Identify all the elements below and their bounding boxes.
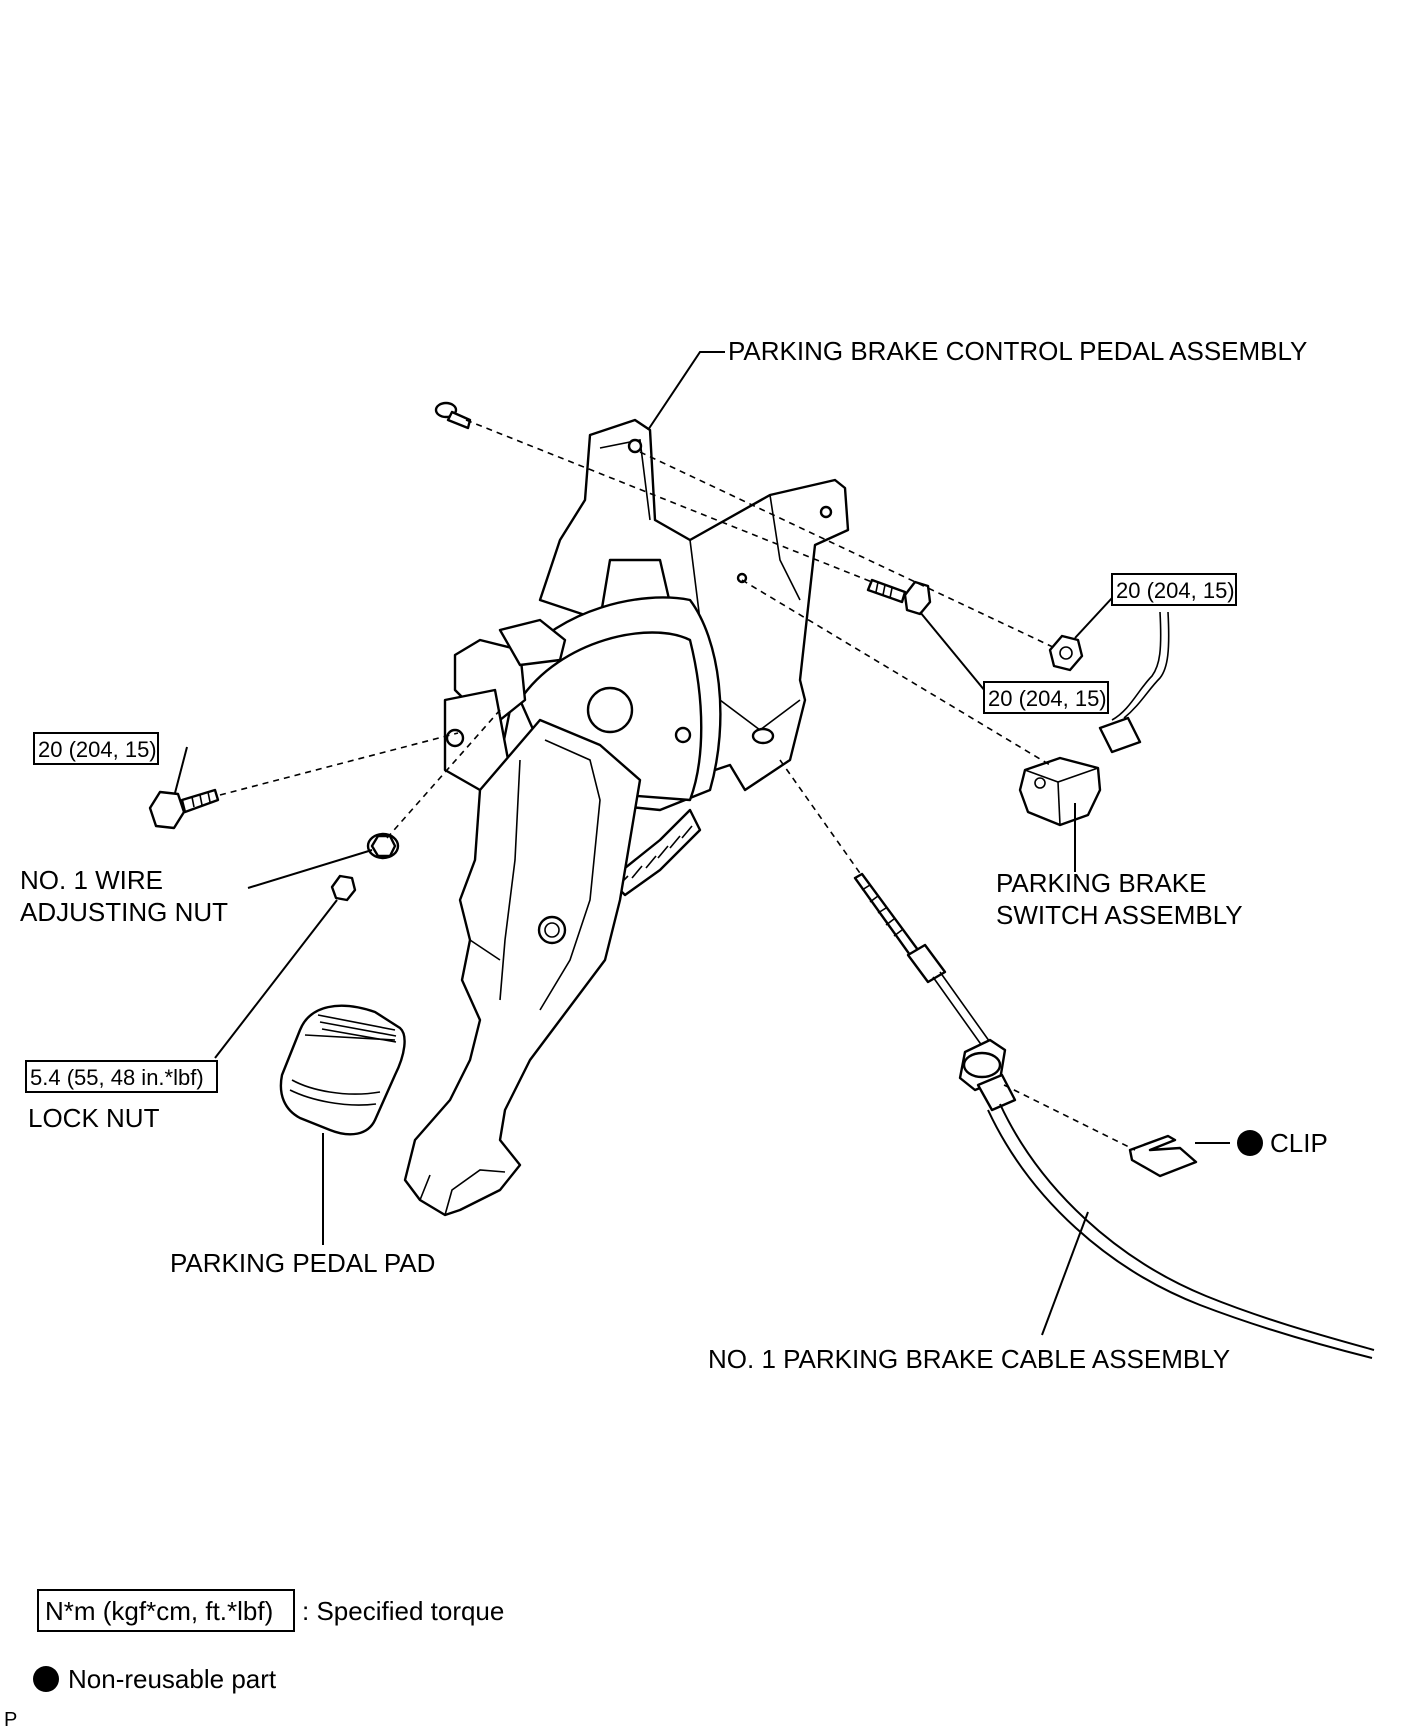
upper-left-bolt-icon (434, 401, 472, 430)
torque-spec-left: 20 (204, 15) (33, 732, 159, 765)
torque-spec-upper-right: 20 (204, 15) (1111, 573, 1237, 606)
torque-value: 5.4 (55, 48 in.*lbf) (30, 1065, 204, 1090)
parking-brake-cable-drawing (853, 872, 1375, 1359)
legend-nonreusable-desc: Non-reusable part (68, 1664, 277, 1694)
legend-torque-units: N*m (kgf*cm, ft.*lbf) (45, 1596, 273, 1626)
legend-torque-desc: : Specified torque (302, 1596, 504, 1626)
corner-mark: P (4, 1709, 17, 1731)
torque-spec-center: 20 (204, 15) (983, 681, 1109, 714)
legend: N*m (kgf*cm, ft.*lbf) : Specified torque… (33, 1589, 504, 1694)
label-clip: CLIP (1270, 1128, 1328, 1158)
parking-brake-switch-drawing (1018, 611, 1170, 827)
legend-nonreusable-icon (33, 1666, 59, 1692)
label-pedal-pad: PARKING PEDAL PAD (170, 1248, 435, 1278)
wire-adjusting-nut-icon (366, 832, 400, 860)
upper-right-nut-icon (1048, 634, 1084, 672)
label-switch-line1: PARKING BRAKE (996, 868, 1206, 898)
torque-spec-lock-nut: 5.4 (55, 48 in.*lbf) (25, 1060, 218, 1093)
left-bolt-icon (148, 788, 220, 830)
parking-pedal-pad-drawing (279, 1004, 406, 1136)
label-pedal-assembly: PARKING BRAKE CONTROL PEDAL ASSEMBLY (728, 336, 1307, 366)
legend-torque-box (37, 1589, 295, 1632)
label-cable-assembly: NO. 1 PARKING BRAKE CABLE ASSEMBLY (708, 1344, 1230, 1374)
label-wire-adjusting-nut-line2: ADJUSTING NUT (20, 897, 228, 927)
installation-guide-lines (219, 419, 1136, 1151)
label-switch-line2: SWITCH ASSEMBLY (996, 900, 1243, 930)
torque-value: 20 (204, 15) (988, 686, 1107, 711)
lock-nut-icon (330, 874, 357, 902)
label-wire-adjusting-nut-line1: NO. 1 WIRE (20, 865, 163, 895)
clip-drawing (1128, 1134, 1198, 1178)
torque-value: 20 (204, 15) (38, 737, 157, 762)
label-lock-nut: LOCK NUT (28, 1103, 160, 1133)
parking-brake-pedal-assembly-drawing (403, 418, 850, 1217)
leader-lines (174, 351, 1230, 1336)
torque-value: 20 (204, 15) (1116, 578, 1235, 603)
center-bolt-icon (866, 578, 932, 616)
nonreusable-mark-icon (1237, 1130, 1263, 1156)
